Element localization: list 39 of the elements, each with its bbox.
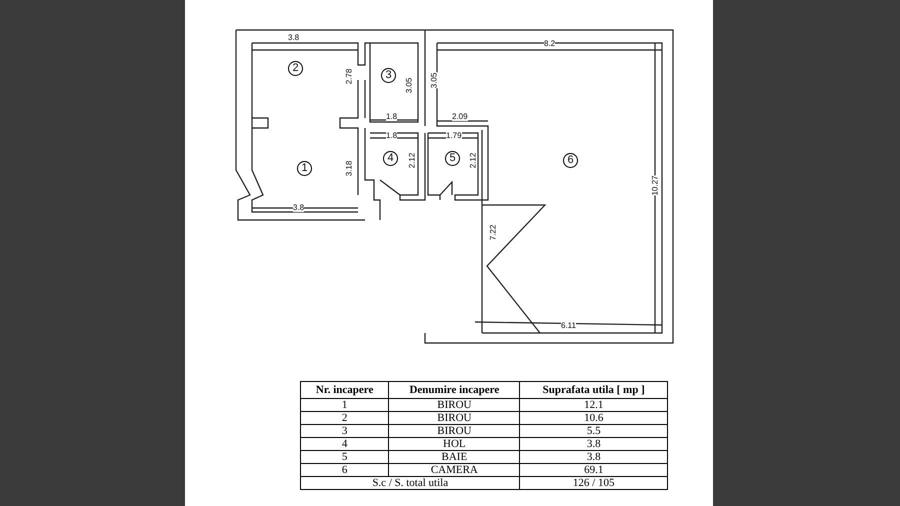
table-cell: S.c / S. total utila [300, 476, 520, 490]
dimension-label: 7.22 [488, 224, 498, 240]
table-cell: 6 [300, 464, 389, 476]
dimension-label: 8.2 [544, 39, 556, 48]
dimension-label: 2.09 [452, 112, 468, 121]
dimension-label: 3.18 [344, 160, 354, 176]
table-cell: 126 / 105 [520, 476, 668, 490]
table-cell: 10.6 [520, 412, 668, 424]
dimension-label: 1.8 [386, 131, 398, 140]
dimension-label: 3.8 [288, 33, 300, 42]
table-cell: 3.8 [520, 450, 668, 464]
table-cell: HOL [388, 438, 520, 450]
dimension-label: 10.27 [650, 175, 660, 196]
table-cell: 12.1 [520, 398, 668, 412]
table-cell: CAMERA [388, 464, 520, 476]
table-header: Nr. incapere [300, 382, 389, 398]
dimension-label: 2.12 [407, 152, 416, 168]
table-cell: BIROU [388, 412, 520, 424]
dimension-label: 1.8 [386, 112, 398, 121]
table-cell: 69.1 [520, 464, 668, 476]
dimension-label: 3.05 [404, 78, 414, 94]
table-cell: BIROU [388, 424, 520, 438]
table-cell: 5 [300, 450, 389, 464]
table-cell: 5.5 [520, 424, 668, 438]
dimension-label: 2.78 [344, 68, 354, 84]
table-cell: 3.8 [520, 438, 668, 450]
table-header: Suprafata utila [ mp ] [520, 382, 668, 398]
table-cell: 1 [300, 398, 389, 412]
table-cell: BIROU [388, 398, 520, 412]
dimension-label: 3.8 [293, 203, 304, 212]
table-header: Denumire incapere [388, 382, 520, 398]
table-cell: 3 [300, 424, 389, 438]
table-cell: BAIE [388, 450, 520, 464]
dimension-label: 3.05 [429, 72, 438, 88]
table-cell: 4 [300, 438, 389, 450]
table-cell: 2 [300, 412, 389, 424]
dimension-label: 6.11 [561, 321, 576, 330]
dimension-label: 2.12 [468, 152, 478, 168]
dimension-label: 1.79 [446, 131, 462, 140]
